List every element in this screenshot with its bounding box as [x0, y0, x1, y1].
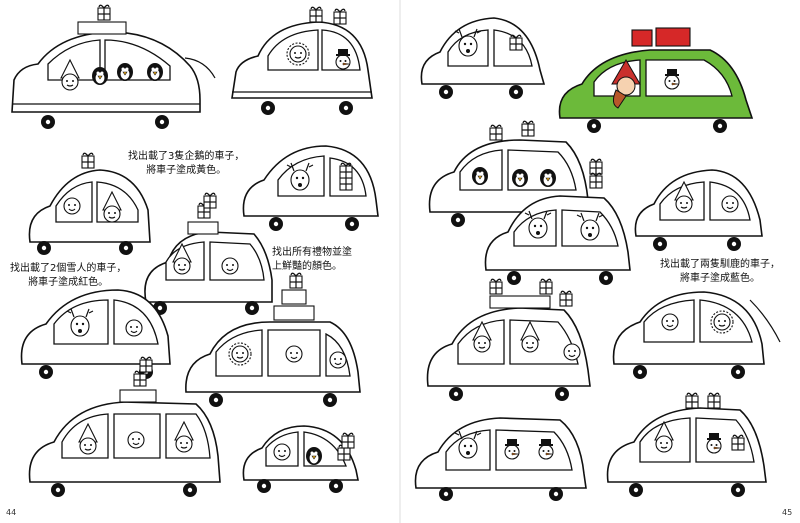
instruction-gifts-line2: 上鮮豔的顏色。 — [272, 261, 342, 272]
car-right-2-green-example — [558, 27, 754, 133]
car-left-6 — [20, 289, 171, 379]
instruction-snowmen-line2: 將車子塗成紅色。 — [28, 277, 109, 288]
car-right-6 — [426, 278, 591, 401]
instruction-penguins-line2: 將車子塗成黃色。 — [146, 165, 227, 176]
page-number-left: 44 — [6, 508, 17, 517]
instruction-penguins: 找出載了3隻企鵝的車子， 將車子塗成黃色。 — [128, 150, 244, 178]
car-right-9 — [606, 392, 767, 497]
car-right-4 — [634, 169, 763, 251]
car-left-3 — [28, 152, 151, 255]
car-right-1 — [420, 17, 546, 99]
car-left-4 — [242, 145, 379, 231]
car-left-8 — [28, 356, 221, 497]
instruction-reindeer: 找出載了兩隻馴鹿的車子， 將車子塗成藍色。 — [660, 258, 780, 286]
car-right-3 — [428, 120, 591, 227]
instruction-snowmen-line1: 找出載了2個雪人的車子， — [10, 263, 127, 274]
instruction-gifts-line1: 找出所有禮物並塗 — [272, 247, 352, 258]
car-left-5 — [144, 192, 273, 315]
page-number-right: 45 — [782, 508, 793, 517]
instruction-reindeer-line1: 找出載了兩隻馴鹿的車子， — [660, 259, 780, 270]
instruction-snowmen: 找出載了2個雪人的車子， 將車子塗成紅色。 — [10, 262, 126, 290]
car-left-2 — [231, 6, 373, 115]
car-right-5 — [484, 158, 631, 285]
instruction-reindeer-line2: 將車子塗成藍色。 — [680, 273, 760, 284]
car-right-8 — [414, 417, 587, 501]
instruction-gifts: 找出所有禮物並塗 上鮮豔的顏色。 — [272, 246, 352, 274]
car-left-1 — [11, 4, 216, 129]
car-right-7 — [612, 291, 781, 379]
car-left-9 — [242, 425, 359, 493]
instruction-penguins-line1: 找出載了3隻企鵝的車子， — [128, 151, 245, 162]
car-left-7 — [185, 272, 361, 407]
